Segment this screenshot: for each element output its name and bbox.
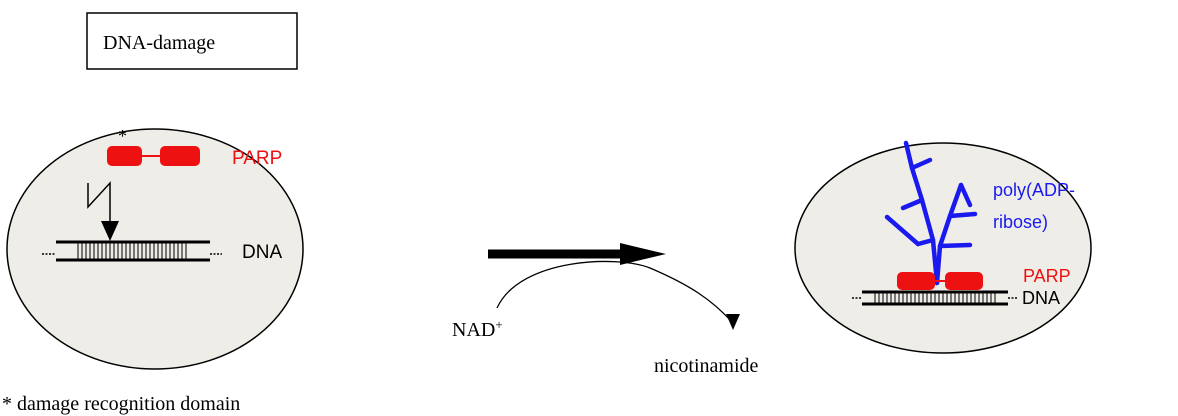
damage-lightning-arrow (87, 181, 119, 241)
poly-adp-ribose-label-line2: ribose) (993, 212, 1048, 232)
parp-protein-free (107, 146, 200, 166)
footnote: * damage recognition domain (2, 393, 240, 415)
nad-superscript: + (495, 317, 502, 332)
poly-adp-ribose-label-line1: poly(ADP- (993, 180, 1075, 200)
parp-protein-bound (897, 272, 983, 290)
nad-label: NAD+ (452, 317, 503, 342)
parp-label-left: PARP (232, 148, 282, 169)
right-cell: poly(ADP- ribose) PARP DNA (794, 140, 1092, 354)
damage-recognition-asterisk: * (118, 126, 127, 146)
dna-double-strand-left (42, 240, 222, 262)
dna-label-left: DNA (242, 242, 282, 263)
left-cell: * PARP DNA (6, 126, 304, 370)
nicotinamide-label: nicotinamide (654, 355, 759, 377)
dna-double-strand-right (852, 290, 1018, 306)
parp-label-right: PARP (1023, 266, 1071, 286)
left-cell-body (6, 128, 304, 370)
dna-damage-label: DNA-damage (103, 32, 215, 54)
reaction-arrow (488, 243, 666, 265)
dna-damage-box: DNA-damage (86, 12, 298, 70)
nad-text: NAD (452, 319, 495, 341)
nad-to-nicotinamide-arrow (496, 260, 740, 330)
dna-label-right: DNA (1022, 288, 1060, 308)
poly-adp-ribose-chain (884, 140, 978, 286)
